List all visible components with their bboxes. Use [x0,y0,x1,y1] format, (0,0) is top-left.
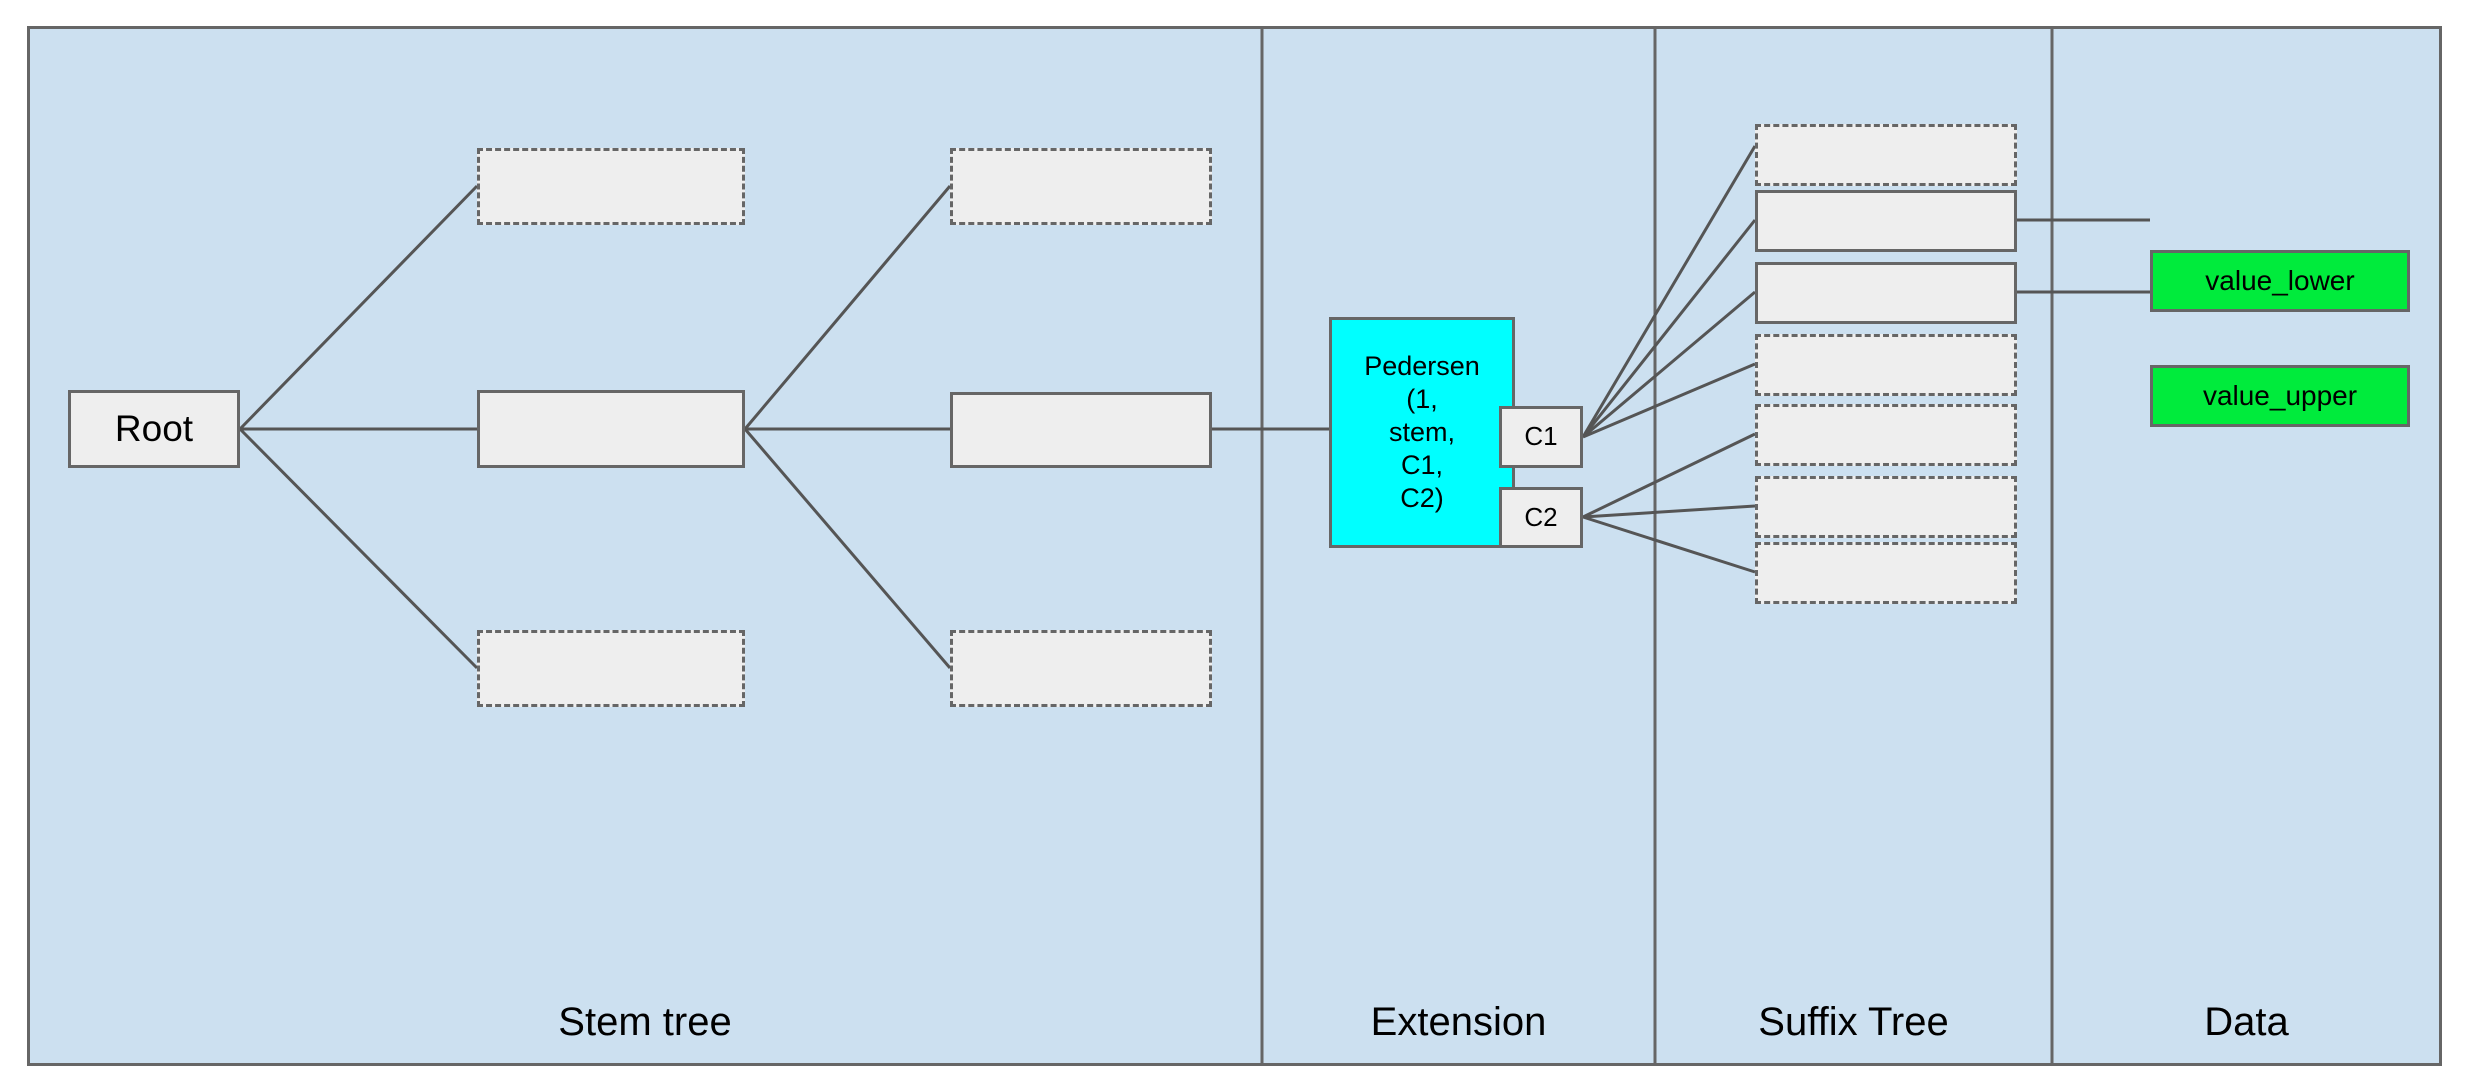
diagram-frame [27,26,2442,1066]
edge-c1-to-suffix-1 [1581,219,1757,438]
commitment-label-c1: C1 [1524,421,1558,452]
pedersen-commitment-node[interactable]: Pedersen (1, stem, C1, C2) [1329,317,1515,548]
data-node-value-lower[interactable]: value_lower [2150,250,2410,312]
pedersen-label: Pedersen (1, stem, C1, C2) [1364,351,1480,513]
edge-c2-to-suffix-5 [1582,504,1756,519]
suffix-node-5[interactable] [1755,476,2017,538]
suffix-node-0[interactable] [1755,124,2017,186]
suffix-node-2[interactable] [1755,262,2017,324]
commitment-label-c2: C2 [1524,501,1558,532]
stem-level2-node-2[interactable] [950,630,1212,707]
edge-l1-to-l2-bot [743,428,952,669]
data-label-value-upper: value_upper [2202,379,2358,411]
edge-c2-to-suffix-6 [1582,515,1756,574]
edge-root-to-l1-bot [238,427,479,670]
edge-l1-to-l2-top [743,185,952,430]
data-label-value-lower: value_lower [2205,264,2355,296]
commitment-node-c2[interactable]: C2 [1499,487,1583,548]
data-node-value-upper[interactable]: value_upper [2150,365,2410,427]
stem-level1-node-2[interactable] [477,630,745,707]
stem-level2-node-1[interactable] [950,392,1212,468]
stem-level1-node-0[interactable] [477,148,745,225]
column-label-suffix-tree: Suffix Tree [1758,1000,1949,1044]
suffix-node-4[interactable] [1755,404,2017,466]
edge-c2-to-suffix-4 [1582,432,1756,519]
stem-root-label: Root [114,408,194,450]
suffix-node-1[interactable] [1755,190,2017,252]
column-label-data: Data [2204,1000,2289,1044]
stem-level2-node-0[interactable] [950,148,1212,225]
column-label-stem-tree: Stem tree [558,1000,732,1044]
commitment-node-c1[interactable]: C1 [1499,406,1583,468]
column-label-extension: Extension [1370,1000,1547,1044]
edge-c1-to-suffix-3 [1582,362,1756,439]
edge-root-to-l1-top [238,184,479,431]
suffix-node-3[interactable] [1755,334,2017,396]
edge-c1-to-suffix-2 [1582,290,1756,439]
stem-root-node[interactable]: Root [68,390,240,468]
suffix-node-6[interactable] [1755,542,2017,604]
stem-level1-node-1[interactable] [477,390,745,468]
edge-c1-to-suffix-0 [1581,145,1757,438]
